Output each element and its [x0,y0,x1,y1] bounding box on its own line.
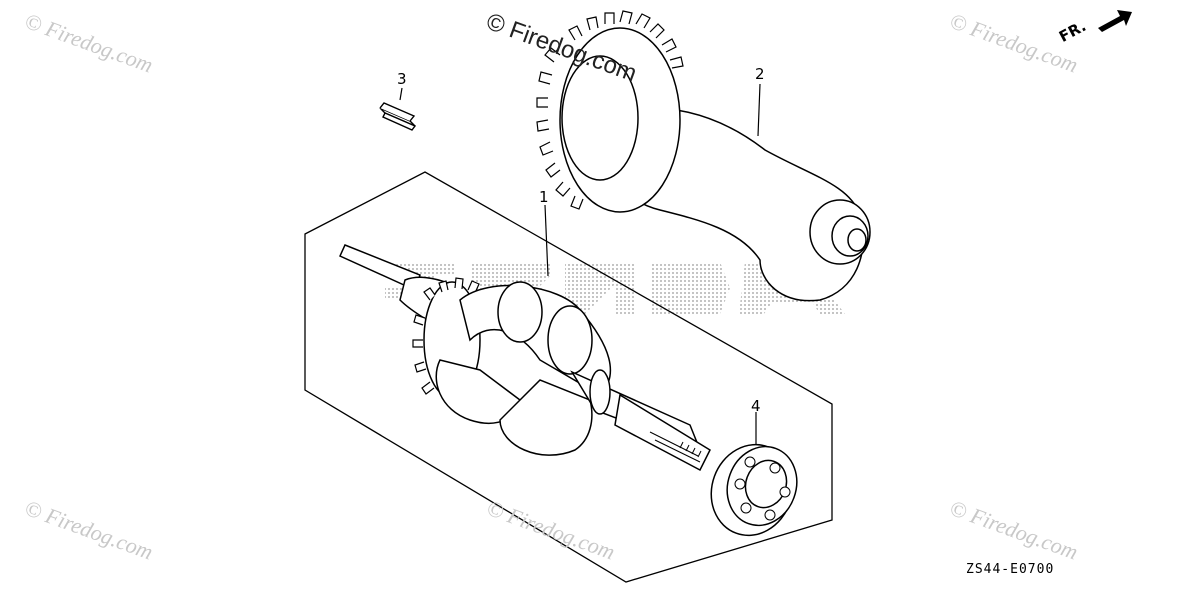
callout-2: 2 [755,65,765,83]
key-pin-part-3 [379,102,417,131]
leader-line-3 [399,87,403,101]
callout-1: 1 [539,188,549,206]
leader-line-2 [757,83,761,137]
ball-bearing-part-4 [710,443,798,537]
front-direction-arrow-icon [1098,10,1132,32]
callout-3: 3 [397,70,407,88]
balancer-shaft-part-2 [536,10,871,302]
callout-4: 4 [751,397,761,415]
leader-line-1 [544,204,549,277]
diagram-code: ZS44-E0700 [966,562,1055,577]
part1-assembly-box [304,171,833,583]
crankshaft-part-1 [339,244,711,472]
